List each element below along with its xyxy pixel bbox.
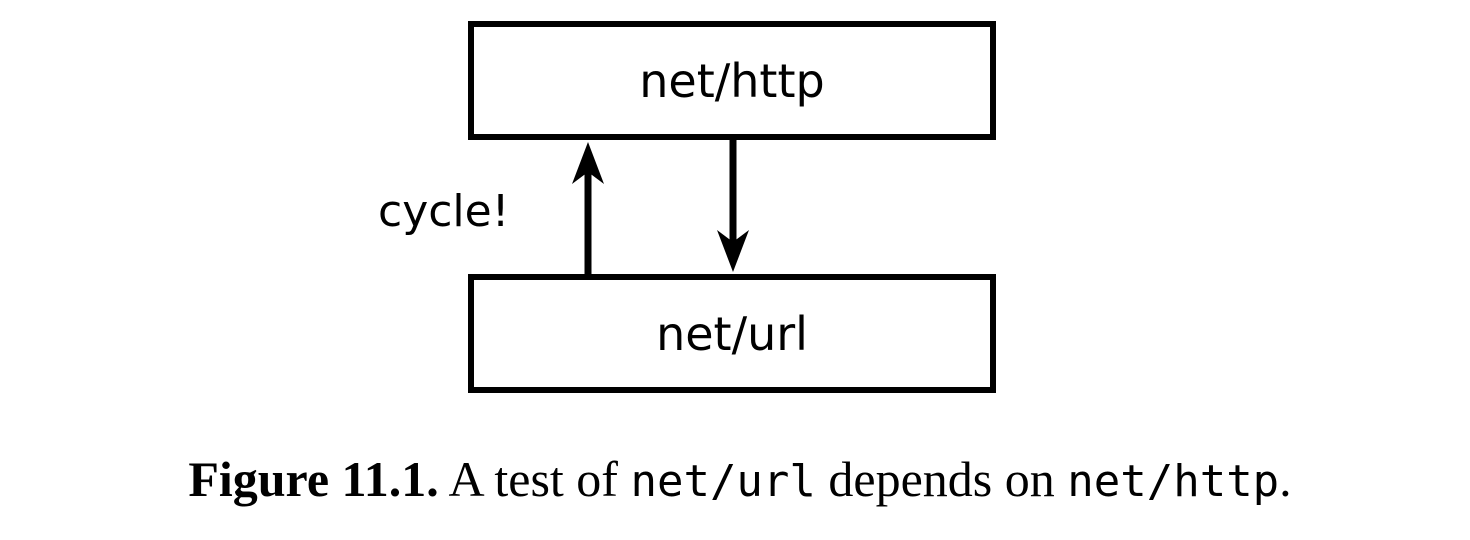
caption-text-3: . (1279, 451, 1292, 507)
figure-caption: Figure 11.1. A test of net/url depends o… (20, 450, 1460, 508)
caption-text-1: A test of (438, 451, 631, 507)
arrows-layer (572, 140, 749, 274)
cycle-label: cycle! (378, 186, 510, 237)
dependency-diagram: net/http net/url cycle! (378, 21, 996, 393)
caption-code-net-url: net/url (630, 456, 816, 507)
cycle-arrow-head (572, 142, 604, 184)
net-url-label: net/url (656, 306, 808, 361)
dependency-arrow-head (717, 230, 749, 272)
net-url-box: net/url (468, 274, 996, 393)
caption-code-net-http: net/http (1067, 456, 1280, 507)
net-http-label: net/http (639, 53, 825, 108)
net-http-box: net/http (468, 21, 996, 140)
figure-number: Figure 11.1. (188, 451, 439, 507)
caption-text-2: depends on (815, 451, 1068, 507)
